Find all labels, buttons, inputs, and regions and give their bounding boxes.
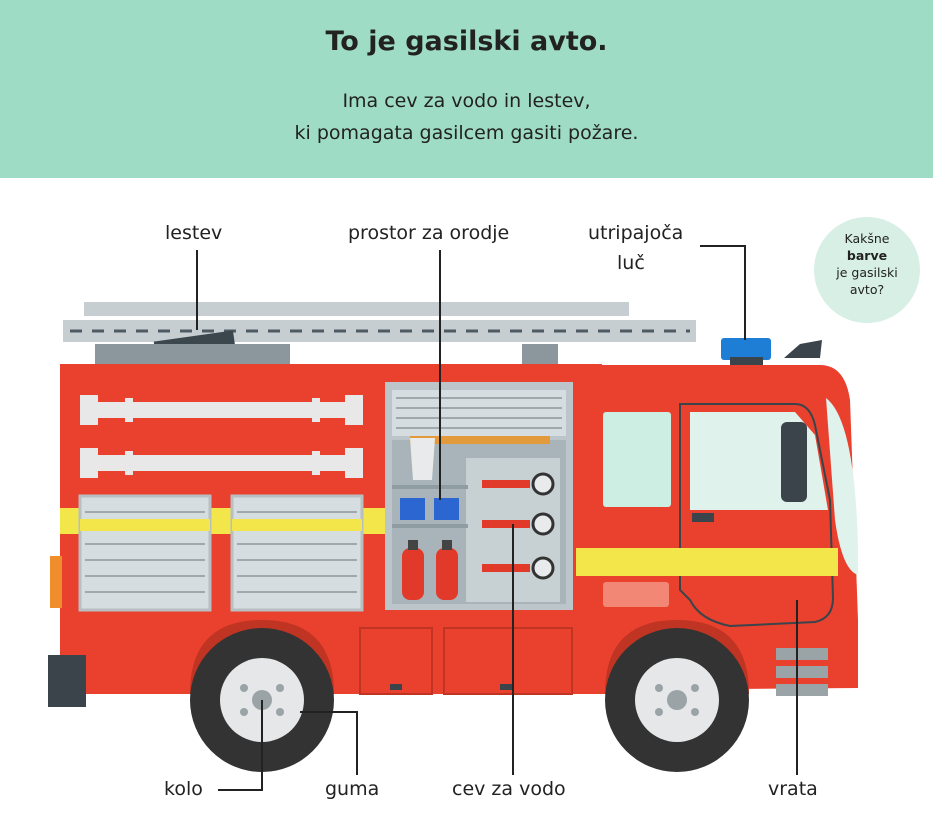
ladder <box>63 302 696 366</box>
flashing-light <box>721 338 771 360</box>
label-tyre: guma <box>325 778 380 800</box>
description-line-2: ki pomagata gasilcem gasiti požare. <box>294 122 639 144</box>
label-door: vrata <box>768 778 818 800</box>
bubble-line-2: barve <box>846 248 888 263</box>
hose-reels <box>80 395 363 478</box>
label-wheel: kolo <box>164 778 203 800</box>
label-flashing-light-2: luč <box>617 252 645 274</box>
bubble-line-1: Kakšne <box>844 231 890 246</box>
side-lockers <box>78 494 364 612</box>
horn <box>784 340 822 358</box>
label-tool-compartment: prostor za orodje <box>348 222 510 244</box>
label-ladder: lestev <box>165 222 223 244</box>
label-water-hose: cev za vodo <box>452 778 566 800</box>
header-banner <box>0 0 933 178</box>
bubble-line-3: je gasilski <box>836 265 898 280</box>
bubble-line-4: avto? <box>849 282 885 297</box>
label-pointer-lines <box>196 245 798 791</box>
cab-door-outline <box>679 403 835 628</box>
side-mirror <box>781 422 807 502</box>
label-flashing-light-1: utripajoča <box>588 222 684 244</box>
water-hose-connectors <box>482 472 555 580</box>
description-line-1: Ima cev za vodo in lestev, <box>342 90 591 112</box>
question-bubble: Kakšne barve je gasilski avto? <box>814 217 920 323</box>
front-wheel <box>605 628 749 772</box>
page-title: To je gasilski avto. <box>325 26 608 57</box>
